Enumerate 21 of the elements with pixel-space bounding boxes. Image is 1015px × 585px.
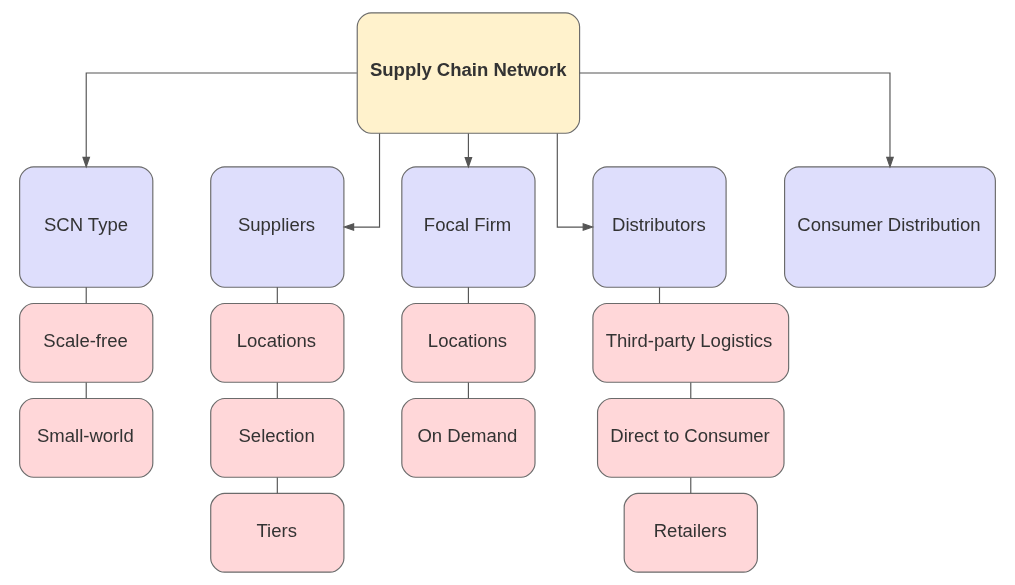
node-box: On Demand — [401, 397, 536, 478]
node-box: Small-world — [19, 397, 154, 478]
node-box: Scale-free — [19, 302, 154, 383]
node-box: Focal Firm — [401, 166, 536, 288]
node-box: Tiers — [210, 492, 345, 573]
node-box: Consumer Distribution — [784, 166, 996, 288]
arrow — [464, 132, 473, 169]
node-box: Third-party Logistics — [592, 302, 790, 383]
node-box: Locations — [210, 302, 345, 383]
node-box: Suppliers — [210, 166, 345, 288]
arrow — [82, 72, 358, 169]
node-box: Distributors — [592, 166, 727, 288]
node-box: Retailers — [623, 492, 758, 573]
node-box: Supply Chain Network — [356, 12, 581, 134]
node-box: Direct to Consumer — [596, 397, 785, 478]
node-box: Locations — [401, 302, 536, 383]
arrow — [556, 132, 595, 232]
node-box: SCN Type — [19, 166, 154, 288]
arrow — [342, 132, 381, 232]
arrow — [579, 72, 895, 169]
node-box: Selection — [210, 397, 345, 478]
